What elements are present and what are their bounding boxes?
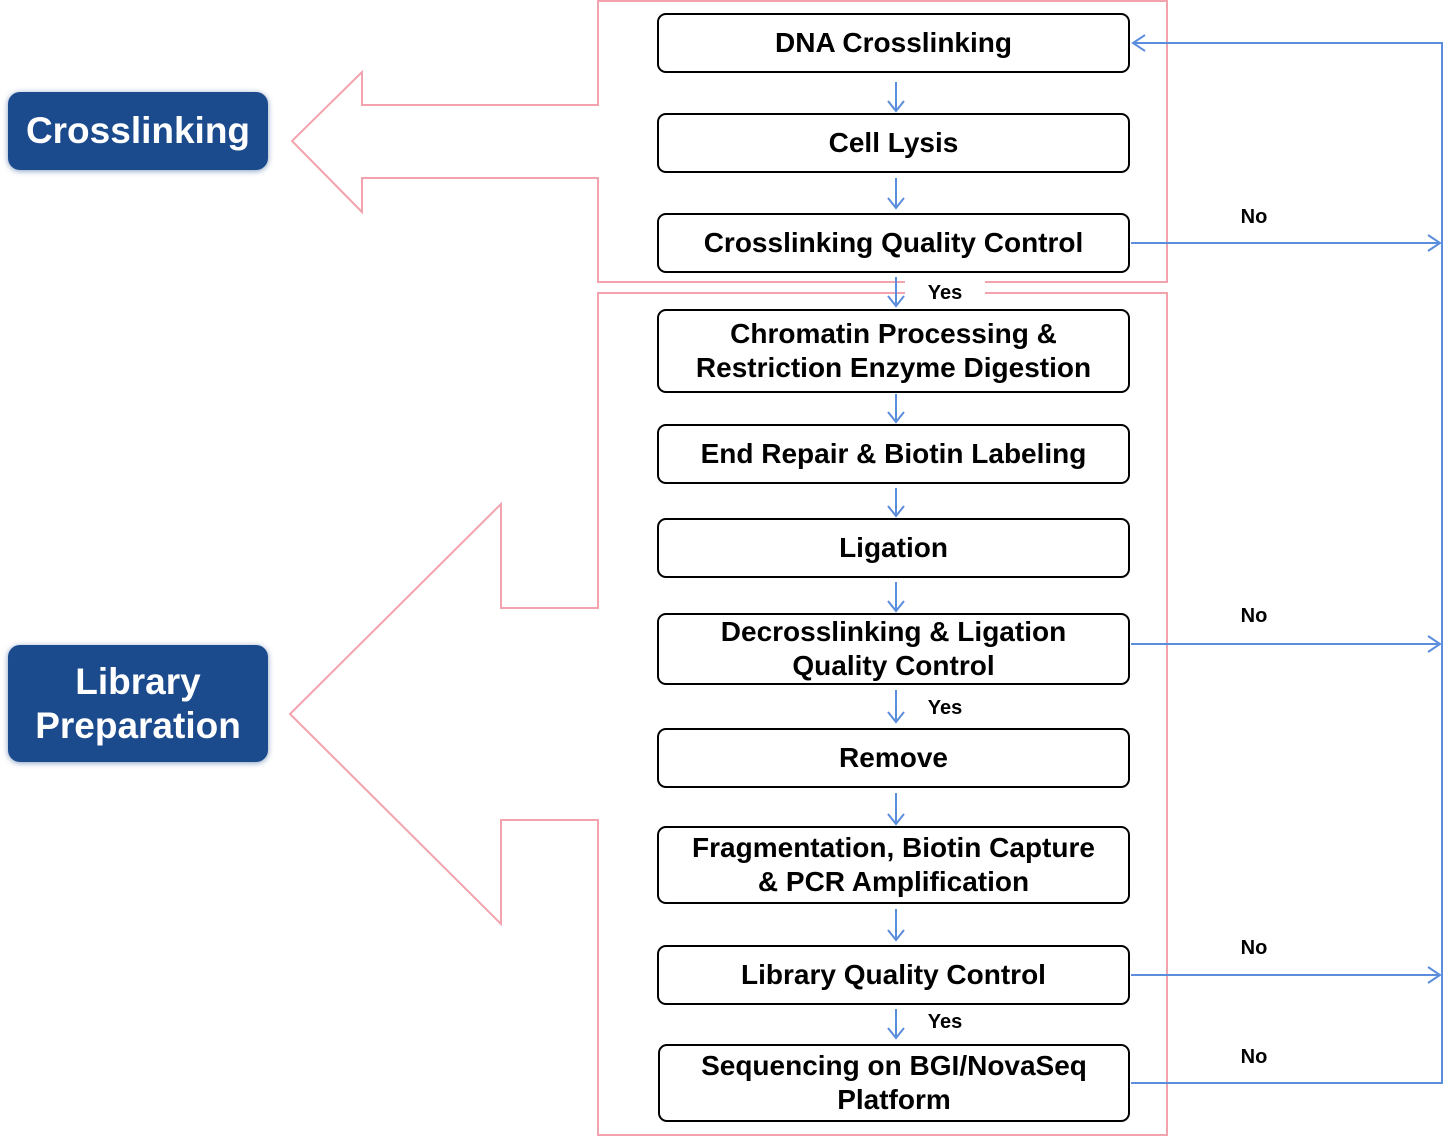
step-end-repair-biotin-labeling: End Repair & Biotin Labeling: [657, 424, 1130, 484]
step-label-line: Library Quality Control: [741, 959, 1046, 990]
step-label-line: Quality Control: [792, 650, 995, 681]
step-label-line: Sequencing on BGI/NovaSeq: [701, 1050, 1087, 1081]
arrow-cell-lysis-to-crosslinking-qc: [887, 178, 905, 210]
step-label-line: Chromatin Processing &: [730, 318, 1057, 349]
branch-label-no: No: [1240, 206, 1268, 228]
step-label-line: Decrosslinking & Ligation: [720, 616, 1067, 647]
arrow-ligation-to-decrosslinking-qc: [887, 582, 905, 613]
step-ligation: Ligation: [657, 518, 1130, 578]
step-dna-crosslinking: DNA Crosslinking: [657, 13, 1130, 73]
branch-label-no: No: [1240, 1046, 1268, 1068]
step-sequencing-platform: Sequencing on BGI/NovaSeq Platform: [658, 1044, 1130, 1122]
arrow-end-repair-to-ligation: [887, 488, 905, 518]
step-chromatin-processing-digestion: Chromatin Processing & Restriction Enzym…: [657, 309, 1130, 393]
step-label-line: Fragmentation, Biotin Capture: [692, 832, 1095, 863]
arrow-crosslinking-qc-to-chromatin-processing: [887, 277, 905, 308]
step-label-line: Remove: [839, 742, 948, 773]
step-label-line: Cell Lysis: [828, 127, 959, 158]
no-arrow-decrosslinking-qc: [1131, 635, 1442, 653]
no-arrow-crosslinking-qc: [1131, 234, 1442, 252]
step-decrosslinking-ligation-qc: Decrosslinking & Ligation Quality Contro…: [657, 613, 1130, 685]
stage-label-line: Preparation: [35, 704, 241, 746]
no-arrow-library-qc: [1131, 966, 1442, 984]
stage-label-line: Crosslinking: [25, 110, 251, 151]
step-cell-lysis: Cell Lysis: [657, 113, 1130, 173]
library-preparation-group-outline-arrow: [288, 292, 1168, 1136]
step-library-quality-control: Library Quality Control: [657, 945, 1130, 1005]
step-label-line: End Repair & Biotin Labeling: [700, 438, 1087, 469]
arrow-fragmentation-to-library-qc: [887, 909, 905, 942]
stage-label-line: Library: [75, 660, 201, 702]
step-label-line: Restriction Enzyme Digestion: [695, 352, 1092, 383]
step-fragmentation-capture-pcr: Fragmentation, Biotin Capture & PCR Ampl…: [657, 826, 1130, 904]
arrow-dna-crosslinking-to-cell-lysis: [887, 82, 905, 113]
arrow-remove-to-fragmentation: [887, 793, 905, 826]
stage-label-crosslinking: Crosslinking: [8, 92, 268, 170]
step-label-line: Platform: [837, 1084, 951, 1115]
branch-label-no: No: [1240, 605, 1268, 627]
arrow-library-qc-to-sequencing: [887, 1009, 905, 1040]
branch-label-yes: Yes: [927, 697, 963, 719]
branch-label-no: No: [1240, 937, 1268, 959]
step-label-line: & PCR Amplification: [757, 866, 1030, 897]
step-crosslinking-quality-control: Crosslinking Quality Control: [657, 213, 1130, 273]
feedback-loop-to-dna-crosslinking: [1131, 34, 1443, 1084]
step-remove: Remove: [657, 728, 1130, 788]
stage-label-library-preparation: Library Preparation: [8, 645, 268, 762]
arrow-decrosslinking-qc-to-remove: [887, 690, 905, 724]
branch-label-yes: Yes: [927, 1011, 963, 1033]
crosslinking-group-outline-arrow: [290, 0, 1168, 283]
branch-label-yes: Yes: [905, 280, 985, 306]
arrow-chromatin-processing-to-end-repair: [887, 394, 905, 424]
step-label-line: DNA Crosslinking: [775, 27, 1012, 58]
step-label-line: Ligation: [839, 532, 948, 563]
step-label-line: Crosslinking Quality Control: [703, 227, 1084, 258]
